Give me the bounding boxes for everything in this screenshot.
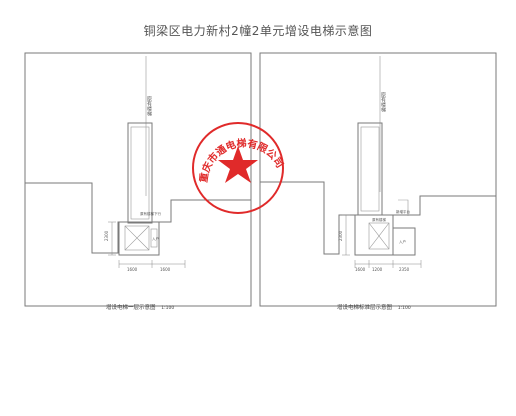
left-elevator-shaft: [118, 221, 160, 256]
left-stair-inner: [130, 126, 150, 220]
right-stair-label: 原有楼梯: [380, 92, 386, 113]
left-elevator-cross-b: [124, 225, 150, 251]
left-entry-door: [150, 228, 158, 248]
left-building-outline: [24, 53, 252, 254]
right-stair-inner: [360, 126, 380, 212]
right-small-label-2: 入户: [399, 239, 406, 244]
left-plan: 原有楼梯 原有楼梯下行 入户 2300 1600 1600 增设电梯一层示意图 …: [24, 52, 252, 311]
left-caption: 增设电梯一层示意图 1:100: [106, 303, 174, 311]
left-dim-w1: 1600: [127, 267, 138, 272]
left-outer-boundary: [24, 52, 252, 307]
left-dim-h1: 2300: [104, 230, 109, 241]
right-plan: 原有楼梯 新增平台 原有楼梯 入户 2300 1600 1200 2350 增设…: [259, 52, 497, 311]
right-dim-h1: 2300: [338, 230, 343, 241]
seal-star-icon: [218, 146, 258, 183]
right-caption: 增设电梯标准层示意图 1:100: [337, 303, 411, 311]
left-stair-label: 原有楼梯: [146, 96, 152, 117]
right-dim-w3: 2350: [399, 267, 410, 272]
right-elevator-car: [368, 222, 390, 250]
right-stair-core: [357, 122, 383, 216]
right-platform-leader: [398, 199, 409, 216]
right-small-label-0: 新增平台: [396, 209, 410, 214]
page-title: 铜梁区电力新村2幢2单元增设电梯示意图: [143, 24, 373, 38]
left-stair-core: [127, 122, 153, 224]
right-new-platform: [392, 227, 416, 256]
right-elevator-cross-b: [368, 222, 390, 250]
seal-ring: [192, 122, 284, 214]
right-building-outline: [259, 53, 497, 255]
right-dim-w2: 1200: [372, 267, 383, 272]
right-small-label-1: 原有楼梯: [372, 217, 386, 222]
left-small-label-0: 原有楼梯下行: [140, 211, 161, 216]
left-small-label-1: 入户: [152, 236, 159, 241]
left-dim-w2: 1600: [160, 267, 171, 272]
right-dim-w1: 1600: [355, 267, 366, 272]
left-elevator-car: [124, 225, 150, 251]
